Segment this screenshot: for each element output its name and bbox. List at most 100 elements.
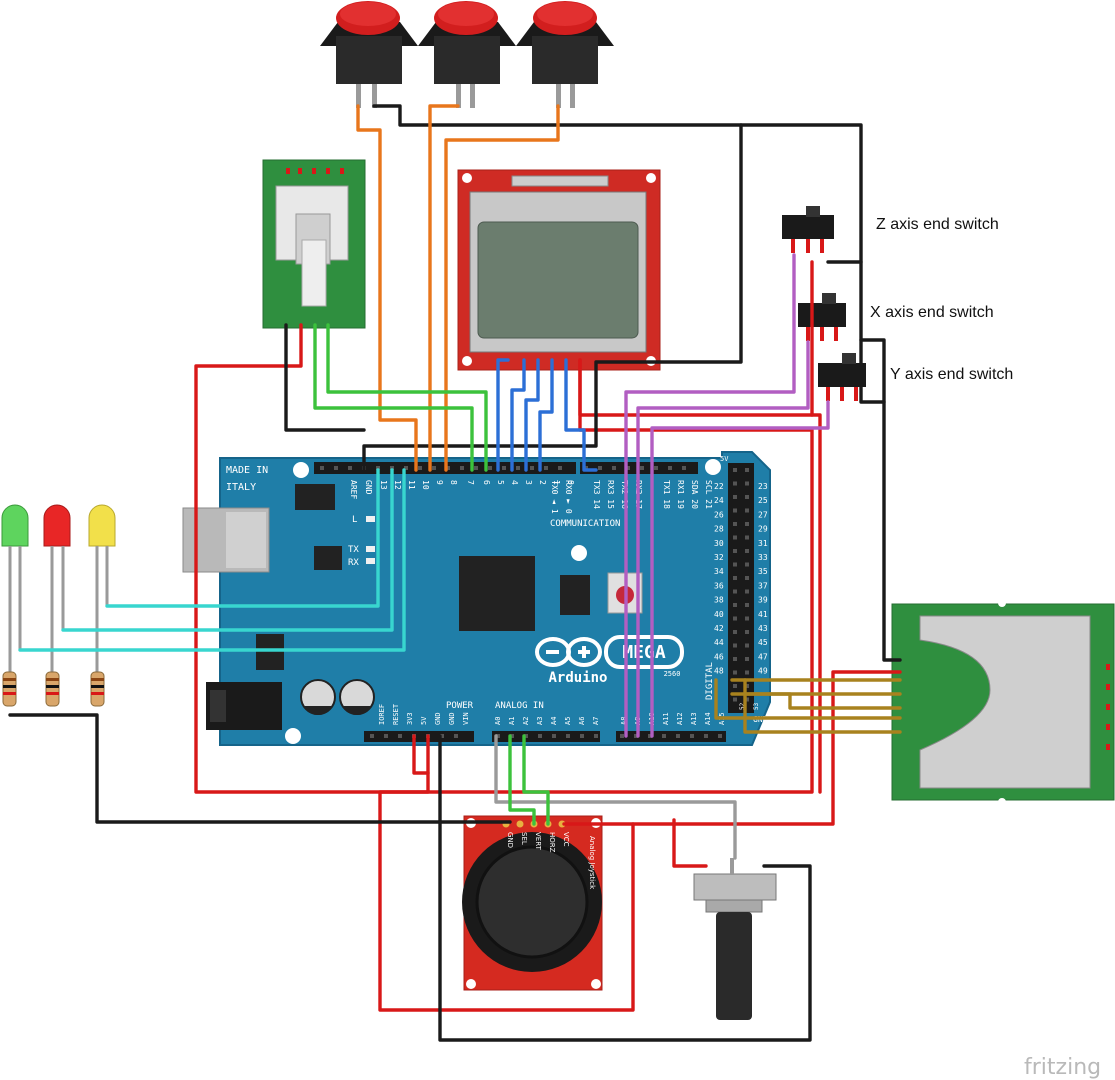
- header-pin: [745, 670, 749, 675]
- header-pin: [733, 697, 737, 702]
- digital-pin-label: 31: [758, 539, 768, 548]
- header-pin: [682, 466, 686, 470]
- wire-gold-sd-3: [730, 692, 902, 710]
- header-pin: [690, 734, 694, 738]
- header-pin: [404, 466, 408, 470]
- header-pin: [718, 734, 722, 738]
- header-pin: [348, 466, 352, 470]
- wire-red-5v: [412, 734, 430, 775]
- header-pin: [745, 535, 749, 540]
- wire-orange-button-3: [444, 104, 560, 472]
- top-pin-label: 1: [552, 480, 561, 485]
- analog-pin-label: A2: [522, 717, 530, 725]
- analog-pin-label: A8: [620, 717, 628, 725]
- header-pin: [745, 522, 749, 526]
- header-pin: [598, 466, 602, 470]
- power-pin-label: IOREF: [378, 704, 386, 725]
- wire-black-gnd-bottom: [438, 734, 812, 1042]
- wires: [8, 104, 902, 1042]
- board-italy: ITALY: [226, 482, 256, 493]
- push-button-1[interactable]: [320, 1, 418, 108]
- header-pin: [745, 684, 749, 688]
- z-axis-end-switch[interactable]: [782, 206, 834, 253]
- header-pin: [496, 734, 500, 738]
- digital-pin-label: 22: [714, 482, 724, 491]
- rotary-encoder[interactable]: [262, 159, 366, 329]
- joystick-pin-label: VERT: [534, 832, 542, 851]
- top-pin-label: 11: [407, 480, 416, 490]
- top-pin-label: 2: [538, 480, 547, 485]
- power-pin-label: RESET: [392, 703, 400, 725]
- push-button-2[interactable]: [418, 1, 516, 108]
- wire-blue-lcd-3: [524, 358, 540, 472]
- wire-gold-sd-5: [714, 678, 902, 720]
- analog-pin-label: A5: [564, 717, 572, 725]
- digital-pin-label: 32: [714, 553, 724, 562]
- board-brand: Arduino: [548, 670, 607, 686]
- header-pin: [733, 508, 737, 513]
- fritzing-watermark: fritzing: [1024, 1055, 1101, 1080]
- analog-pin-label: A1: [508, 717, 516, 725]
- push-buttons: [320, 1, 614, 108]
- header-pin: [594, 734, 598, 738]
- board-l-led-label: L: [352, 515, 357, 525]
- header-pin: [552, 734, 556, 738]
- green-led: [1, 504, 29, 672]
- header-pin: [745, 657, 749, 661]
- potentiometer[interactable]: [693, 858, 777, 1020]
- analog-joystick[interactable]: [462, 815, 603, 991]
- comm-pin-label: SDA 20: [690, 480, 699, 509]
- digital-pin-label: 53: [753, 702, 760, 710]
- joystick-name: Analog Joystick: [588, 836, 596, 890]
- digital-pin-label: 23: [758, 482, 768, 491]
- header-pin: [733, 576, 737, 580]
- board-model-code: 2560: [664, 670, 681, 678]
- header-pin: [733, 643, 737, 648]
- header-pin: [733, 522, 737, 526]
- component-labels: Z axis end switch X axis end switch Y ax…: [870, 216, 1013, 383]
- header-pin: [580, 734, 584, 738]
- header-pin: [733, 603, 737, 607]
- header-pin: [558, 466, 562, 470]
- header-pin: [745, 549, 749, 553]
- header-pin: [745, 508, 749, 513]
- digital-pin-label: 26: [714, 510, 724, 519]
- digital-pin-label: 25: [758, 496, 768, 505]
- header-pin: [376, 466, 380, 470]
- board-made-in: MADE IN: [226, 465, 268, 476]
- digital-pin-label: 45: [758, 638, 768, 647]
- top-pin-label: 6: [482, 480, 491, 485]
- x-axis-end-switch[interactable]: [798, 293, 846, 341]
- header-pin: [745, 630, 749, 634]
- top-pin-label: 13: [379, 480, 388, 490]
- board-rx-led-label: RX: [348, 558, 359, 568]
- analog-pin-label: A7: [592, 717, 600, 725]
- digital-pin-label: 40: [714, 610, 724, 619]
- wire-black-lcd-gnd: [362, 123, 743, 472]
- top-pin-label: 10: [421, 480, 430, 490]
- header-pin: [510, 734, 514, 738]
- header-pin: [516, 466, 520, 470]
- wire-red-sd-vcc: [631, 670, 902, 826]
- push-button-3[interactable]: [516, 1, 614, 108]
- wire-orange-button-2: [428, 104, 460, 472]
- digital-pin-label: 52: [739, 702, 746, 710]
- header-pin: [745, 603, 749, 607]
- header-pin: [733, 481, 737, 486]
- wire-green-encoder-b: [326, 323, 488, 472]
- wire-green-encoder-a: [313, 323, 474, 472]
- y-axis-end-switch[interactable]: [818, 353, 866, 401]
- top-pin-label: 4: [510, 480, 519, 485]
- power-pin-label: VIN: [462, 712, 470, 725]
- header-pin: [620, 734, 624, 738]
- header-pin: [733, 616, 737, 621]
- header-pin: [530, 466, 534, 470]
- header-pin: [634, 734, 638, 738]
- header-pin: [544, 466, 548, 470]
- header-pin: [320, 466, 324, 470]
- header-pin: [384, 734, 388, 738]
- digital-pin-label: 28: [714, 525, 724, 534]
- digital-pin-label: 24: [714, 496, 724, 505]
